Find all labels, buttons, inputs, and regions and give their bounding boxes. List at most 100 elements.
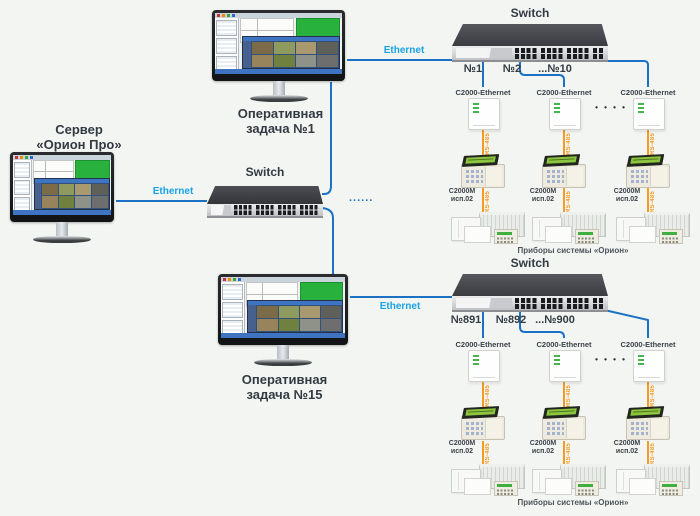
lcd-display [542,406,581,419]
camera-list-panel [34,182,42,210]
led-indicators [554,103,560,115]
switch1-port-label-10: ...№10 [538,63,572,75]
c2000m-keypad [626,406,670,440]
c2000-ethernet-label: C2000-Ethernet [536,88,592,97]
rs485-bus-label: RS-485 [485,384,491,407]
rs485-bus-label: RS-485 [485,132,491,155]
switch-top-face [452,274,608,296]
monitor-bezel [212,10,345,81]
video-wall-window [33,177,110,211]
rs485-bus-label: RS-485 [566,442,572,465]
keypad-keys [631,421,648,435]
keypad-door [485,167,502,186]
monitor-stand [272,81,285,95]
monitor-stand [277,345,289,359]
switch2-port-label-891: №891 [450,314,482,326]
lcd-display [578,232,593,235]
switch-top-face [452,24,608,46]
keypad-keys [631,169,648,183]
orion-device-cluster [451,212,525,244]
workstations-continuation-dots: ...... [349,192,374,204]
camera-grid [256,305,342,332]
panel-device [464,478,491,495]
mini-keypad [659,481,683,496]
c2000-ethernet-label: C2000-Ethernet [620,88,676,97]
keypad-body [542,164,586,188]
keypad-door [650,419,667,438]
c2000-ethernet-device [633,350,665,382]
c2000-ethernet-device [549,350,581,382]
app-status-bar [221,333,345,338]
switch-port-group [515,47,538,59]
switch2-port-label-900: ...№900 [535,314,575,326]
app-status-bar [215,69,342,74]
devices-continuation-dots: • • • • [595,355,627,364]
mini-keypad [494,229,518,244]
lcd-display [461,406,500,419]
camera-grid [41,183,108,209]
monitor-screen [13,155,111,215]
c2000-ethernet-label: C2000-Ethernet [455,88,511,97]
switch-uplink-ports [300,205,319,215]
monitor-stand [56,222,68,236]
rs485-bus-label: RS-485 [485,190,491,213]
mini-keypad [659,229,683,244]
c2000-ethernet-label: C2000-Ethernet [536,340,592,349]
switch-brand-area [211,205,231,215]
rs485-bus-label: RS-485 [485,442,491,465]
keypad-door [485,419,502,438]
switch-port-group [256,205,275,215]
led-indicators [554,355,560,367]
switch1-port-label-2: №2 [502,63,522,75]
switch1 [452,24,608,62]
lcd-display [542,154,581,167]
keypad-keys [547,169,564,183]
c2000m-keypad [461,406,505,440]
led-indicators [638,103,644,115]
switch-port-group [541,297,564,309]
app-toolbar [215,13,342,18]
c2000-ethernet-device [633,98,665,130]
panel-device [464,226,491,243]
video-wall-window [247,300,344,334]
c2000m-keypad [461,154,505,188]
switch-uplink-ports [593,297,604,309]
switch-port-group [541,47,564,59]
switch2-port900-drop [599,308,649,338]
c2000m-keypad [542,406,586,440]
keypad-body [542,416,586,440]
lcd-display [461,154,500,167]
switch-brand-area [456,298,512,308]
server-monitor [10,152,114,243]
monitor-bezel [10,152,114,222]
orion-device-cluster [451,464,525,496]
panel-device [629,478,656,495]
c2000m-keypad [626,154,670,188]
workstation1-monitor [212,10,345,102]
c2000-ethernet-device [468,98,500,130]
orion-device-cluster [532,464,606,496]
window-title-bar [34,178,109,183]
switch-front-face [207,204,323,218]
rs485-bus-label: RS-485 [650,132,656,155]
switch-front-face [452,296,608,312]
devices-continuation-dots: • • • • [595,103,627,112]
app-status-bar [13,210,111,215]
keypad-body [461,416,505,440]
monitor-screen [215,13,342,74]
orion-devices-caption: Приборы системы «Орион» [517,498,629,507]
switch-port-group [567,297,590,309]
workstation15-monitor [218,274,348,366]
keypad-keys [547,421,564,435]
